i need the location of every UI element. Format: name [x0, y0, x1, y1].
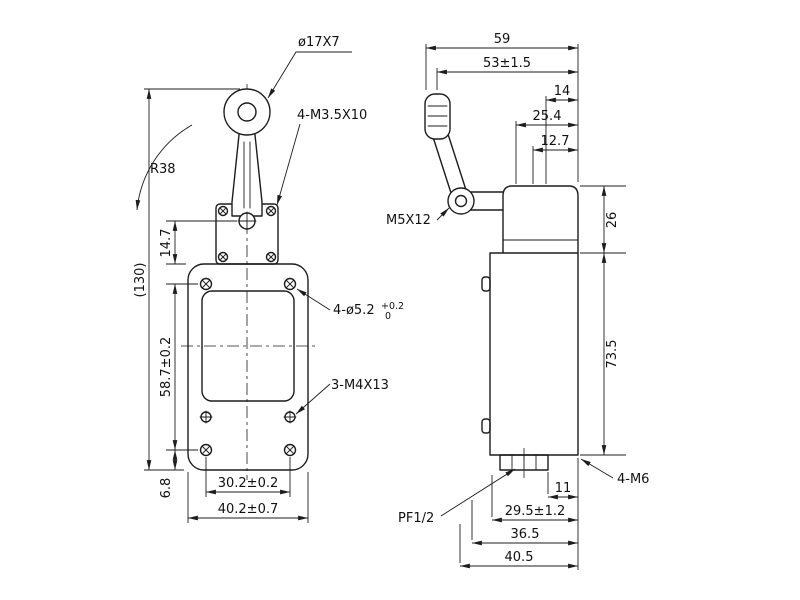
cover-plate-outline: [201, 290, 295, 402]
leader-line: [267, 51, 352, 99]
label-cover-screws: 3-M4X13: [331, 378, 389, 393]
dim-overall-height: (130): [133, 263, 148, 298]
roller-side-outline: [424, 93, 451, 140]
dim-depth-outer: 40.5: [505, 550, 534, 565]
lever-arm-outline: [231, 129, 263, 217]
mount-hole-detail: [283, 443, 297, 457]
leader-line: [276, 123, 301, 206]
lever-clamp-boss: [447, 187, 475, 215]
label-conduit-thread: PF1/2: [398, 511, 434, 526]
label-mount-holes-tolerance-upper: +0.2: [381, 301, 404, 312]
dim-depth-inner: 36.5: [511, 527, 540, 542]
mount-hole-detail: [199, 277, 213, 291]
dim-mount-spacing-vertical: 58.7±0.2: [159, 337, 174, 398]
dim-head-height-side: 26: [605, 212, 620, 229]
side-view: 59 53±1.5 14 25.4 12.7 M5X12 26 73.5 11 …: [386, 32, 649, 570]
head-screw-detail: [217, 205, 229, 217]
dim-roller-diameter: ø17X7: [298, 35, 340, 50]
head-screw-detail: [265, 251, 277, 263]
lever-clamp-bolt: [454, 194, 468, 208]
lever-arm-side-line: [446, 130, 467, 191]
dim-mount-spacing-horizontal: 30.2±0.2: [218, 476, 279, 491]
leader-line: [296, 288, 331, 311]
label-mount-holes-tolerance-lower: 0: [385, 311, 391, 322]
lever-arm-side-line: [432, 136, 453, 197]
label-head-screws: 4-M3.5X10: [297, 108, 367, 123]
dim-base-offset: 6.8: [159, 478, 174, 499]
switch-body-outline: [187, 263, 309, 471]
dim-body-width: 40.2±0.7: [218, 502, 279, 517]
dim-head-height: 14.7: [159, 229, 174, 258]
side-screw-boss: [481, 418, 491, 434]
switch-head-side-outline: [502, 185, 579, 254]
dim-head-depth: 25.4: [533, 109, 562, 124]
radius-arc: [135, 124, 193, 211]
head-screw-detail: [217, 251, 229, 263]
front-view: ø17X7 4-M3.5X10 R38 (130) 14.7 58.7±0.2 …: [133, 35, 404, 523]
roller-hub: [237, 102, 257, 122]
leader-line: [440, 468, 516, 517]
label-mount-thread: 4-M6: [617, 472, 649, 487]
label-mount-holes: 4-ø5.2: [333, 303, 375, 318]
label-lever-bolt: M5X12: [386, 213, 431, 228]
cover-screw-detail: [283, 410, 297, 424]
mount-hole-detail: [283, 277, 297, 291]
leader-line: [295, 383, 331, 415]
dim-lever-reach: 53±1.5: [483, 56, 531, 71]
dim-lever-radius: R38: [150, 162, 176, 177]
dim-body-height: 73.5: [605, 340, 620, 369]
head-screw-detail: [265, 205, 277, 217]
cover-screw-detail: [199, 410, 213, 424]
dim-roller-offset: 14: [554, 84, 571, 99]
roller-outline: [223, 88, 271, 136]
leader-line: [436, 207, 450, 221]
dim-conduit-offset: 11: [555, 481, 572, 496]
switch-body-side-outline: [489, 252, 579, 456]
dim-overall-depth: 59: [494, 32, 511, 47]
leader-line: [580, 458, 614, 479]
side-screw-boss: [481, 276, 491, 292]
dim-shaft-offset: 12.7: [541, 134, 570, 149]
dim-conduit-position: 29.5±1.2: [505, 504, 566, 519]
mount-hole-detail: [199, 443, 213, 457]
